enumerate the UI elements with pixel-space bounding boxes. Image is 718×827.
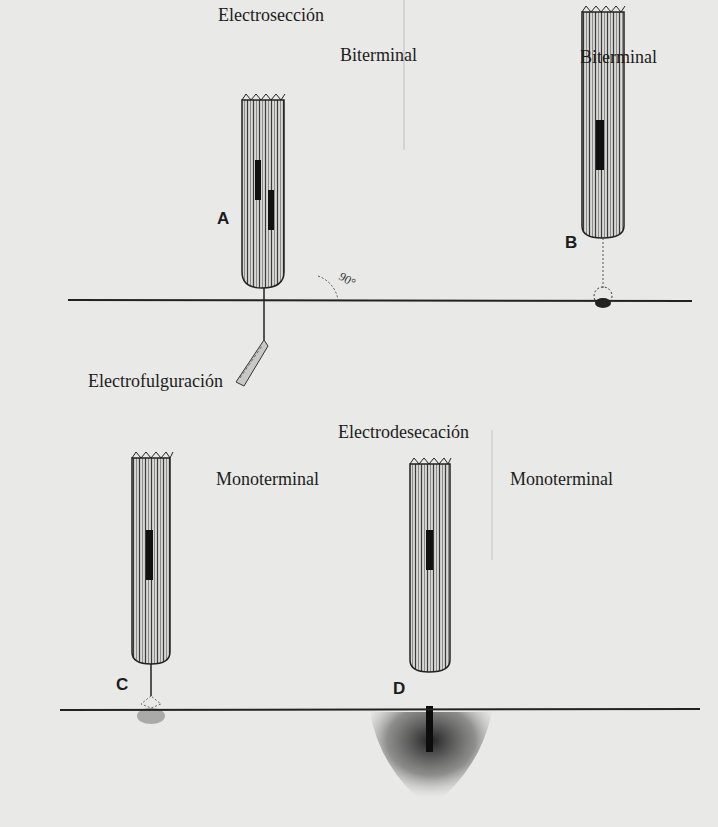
angle-arc bbox=[318, 276, 338, 300]
tissue-surface bbox=[60, 709, 700, 710]
mode-label: Monoterminal bbox=[510, 470, 613, 490]
electrode-c bbox=[132, 452, 173, 724]
angle-label: 90° bbox=[336, 270, 357, 290]
section-heading: Electrosección bbox=[218, 6, 324, 26]
electrode-d bbox=[370, 458, 492, 808]
figure-letter: D bbox=[393, 680, 405, 699]
scan-line bbox=[404, 0, 405, 150]
section-heading: Electrofulguración bbox=[88, 372, 223, 392]
mode-label: Biterminal bbox=[580, 48, 657, 68]
section-heading: Electrodesecación bbox=[338, 423, 469, 443]
mode-label: Monoterminal bbox=[216, 470, 319, 490]
figure-letter: C bbox=[116, 676, 128, 695]
scan-line bbox=[492, 430, 493, 560]
tissue-surface bbox=[68, 300, 692, 301]
figure-letter: A bbox=[217, 210, 229, 229]
mode-label: Biterminal bbox=[340, 46, 417, 66]
figure-letter: B bbox=[565, 234, 577, 253]
electrode-a bbox=[236, 94, 285, 386]
